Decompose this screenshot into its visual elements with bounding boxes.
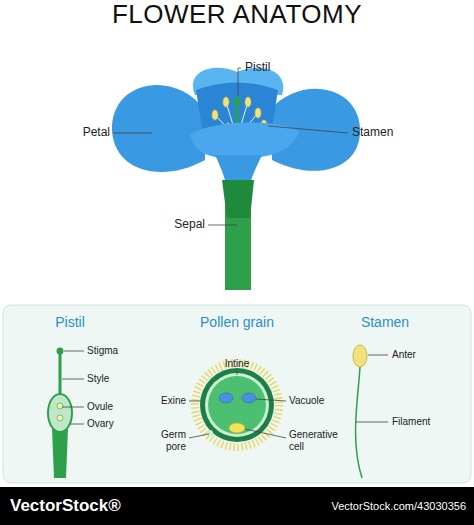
flower [112,68,360,290]
part-label: Intine [225,358,249,370]
part-label: Ovary [87,418,114,430]
part-label: Sepal [174,218,205,232]
part-label: Stigma [87,345,118,357]
part-label: Pistil [245,61,270,75]
part-label: Stamen [352,126,393,140]
diagram-title: FLOWER ANATOMY [112,0,362,30]
front-petal [190,123,300,159]
part-label: Generative cell [289,429,338,452]
sepal [222,180,254,218]
part-label: Vacuole [289,395,324,407]
part-label: Exine [161,395,186,407]
leader-lines [62,351,388,438]
part-label: Ovule [87,401,113,413]
pistil-stigma [234,98,241,105]
left-petal [112,85,205,172]
part-label: Petal [83,126,110,140]
stamen-detail [353,345,367,478]
panel-heading: Stamen [361,314,409,330]
part-label: Filament [392,416,430,428]
part-label: Anter [392,349,416,361]
watermark: VectorStock.com/43030356 [331,500,466,513]
pistil-detail [48,348,72,479]
leader-lines [113,68,348,225]
detail-panel [3,305,471,483]
panel-heading: Pistil [55,314,85,330]
panel-heading: Pollen grain [200,314,274,330]
part-label: Germ pore [161,429,186,452]
part-label: Style [87,373,109,385]
watermark: VectorStock® [10,496,121,516]
watermark-band [0,487,474,525]
